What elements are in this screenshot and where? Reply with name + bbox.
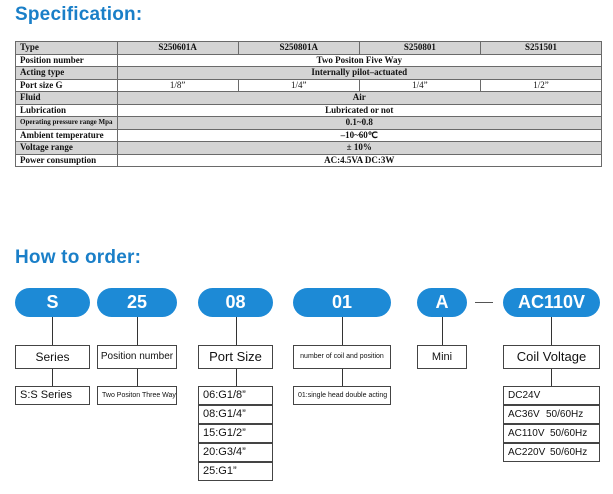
connector-line: [342, 317, 343, 345]
spec-row-value: Air: [116, 91, 602, 105]
spec-row-value: Two Positon Five Way: [116, 53, 602, 67]
spec-row-value: 1/8”: [116, 78, 239, 92]
spec-row-label: Operating pressure range Mpa: [15, 116, 118, 130]
option-port: 15:G1/2”: [198, 424, 273, 443]
spec-row-label: Port size G: [15, 78, 118, 92]
code-pill-voltage: AC110V: [503, 288, 600, 317]
spec-row-value: Lubricated or not: [116, 103, 602, 117]
spec-row-label: Lubrication: [15, 103, 118, 117]
spec-row-value: S250801A: [237, 41, 360, 55]
spec-row-value: 0.1~0.8: [116, 116, 602, 130]
code-separator-dash: [475, 302, 493, 303]
option-position: Two Positon Three Way: [97, 386, 177, 405]
spec-row: Voltage range± 10%: [15, 141, 602, 155]
label-position-number: Position number: [97, 345, 177, 369]
connector-line: [236, 317, 237, 345]
option-port: 20:G3/4”: [198, 443, 273, 462]
voltage-type: AC220V: [508, 447, 546, 458]
spec-row-value: 1/4”: [358, 78, 481, 92]
spec-row-label: Voltage range: [15, 141, 118, 155]
code-pill-coil: 01: [293, 288, 391, 317]
connector-line: [442, 317, 443, 345]
voltage-type: DC24V: [508, 390, 541, 401]
option-voltage: AC36V 50/60Hz: [503, 405, 600, 424]
connector-line: [551, 369, 552, 386]
spec-row-value: 1/4”: [237, 78, 360, 92]
option-series: S:S Series: [15, 386, 90, 405]
spec-row-label: Position number: [15, 53, 118, 67]
label-mini: Mini: [417, 345, 467, 369]
spec-row-label: Acting type: [15, 66, 118, 80]
option-port: 06:G1/8”: [198, 386, 273, 405]
spec-row-value: –10~60℃: [116, 128, 602, 142]
option-voltage: DC24V: [503, 386, 600, 405]
spec-row-value: AC:4.5VA DC:3W: [116, 153, 602, 167]
connector-line: [236, 369, 237, 386]
label-coil-position: number of coil and position: [293, 345, 391, 369]
label-coil-voltage: Coil Voltage: [503, 345, 600, 369]
voltage-frequency: 50/60Hz: [550, 447, 588, 458]
connector-line: [551, 317, 552, 345]
option-port: 25:G1”: [198, 462, 273, 481]
label-port-size: Port Size: [198, 345, 273, 369]
spec-row-label: Fluid: [15, 91, 118, 105]
connector-line: [137, 369, 138, 386]
voltage-type: AC36V: [508, 409, 540, 420]
spec-row-label: Type: [15, 41, 118, 55]
how-to-order-heading: How to order:: [15, 247, 142, 268]
option-coil: 01:single head double acting: [293, 386, 391, 405]
spec-row-value: S250601A: [116, 41, 239, 55]
code-pill-position: 25: [97, 288, 177, 317]
voltage-type: AC110V: [508, 428, 545, 439]
spec-row-value: S251501: [479, 41, 603, 55]
spec-row-value: ± 10%: [116, 141, 602, 155]
option-voltage: AC220V 50/60Hz: [503, 443, 600, 462]
spec-row-label: Ambient temperature: [15, 128, 118, 142]
specification-heading: Specification:: [15, 4, 143, 25]
code-pill-mini: A: [417, 288, 467, 317]
voltage-frequency: 50/60Hz: [546, 409, 584, 420]
voltage-frequency: 50/60Hz: [550, 428, 588, 439]
code-pill-series: S: [15, 288, 90, 317]
label-series: Series: [15, 345, 90, 369]
spec-row: Ambient temperature–10~60℃: [15, 128, 602, 142]
connector-line: [342, 369, 343, 386]
spec-row-value: S250801: [358, 41, 481, 55]
option-port: 08:G1/4”: [198, 405, 273, 424]
option-voltage: AC110V 50/60Hz: [503, 424, 600, 443]
code-pill-port: 08: [198, 288, 273, 317]
connector-line: [137, 317, 138, 345]
spec-row-label: Power consumption: [15, 153, 118, 167]
spec-row-value: Internally pilot–actuated: [116, 66, 602, 80]
connector-line: [52, 317, 53, 345]
connector-line: [52, 369, 53, 386]
spec-row-value: 1/2”: [479, 78, 603, 92]
